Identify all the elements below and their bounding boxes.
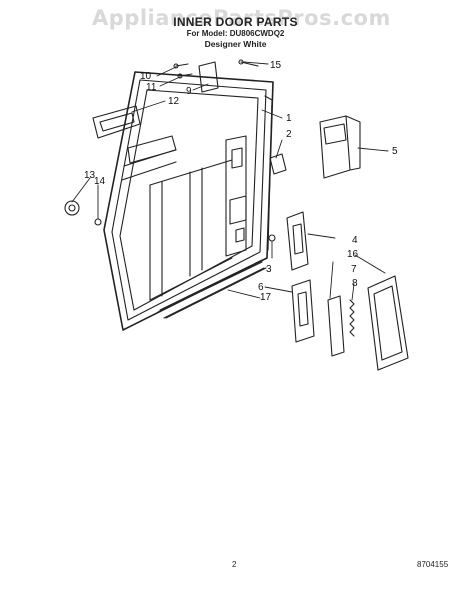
part-7-bar [327, 295, 345, 357]
model-line: For Model: DU806CWDQ2 [186, 29, 285, 38]
part-15-screw [238, 59, 259, 67]
parts-13-14-knob [64, 200, 102, 226]
callout-7: 7 [351, 264, 357, 275]
callout-4: 4 [352, 235, 358, 246]
part-16-cover [367, 275, 409, 371]
part-3-fastener [268, 234, 276, 242]
part-17-strip [157, 261, 267, 319]
figure-code: 8704155 [417, 560, 449, 569]
part-12-handle [92, 105, 141, 139]
callout-8: 8 [352, 278, 358, 289]
callout-2: 2 [286, 129, 292, 140]
callout-3: 3 [266, 264, 272, 275]
callout-15: 15 [270, 60, 282, 71]
callout-16: 16 [347, 249, 359, 260]
callout-17: 17 [260, 292, 272, 303]
callout-10: 10 [140, 71, 152, 82]
part-5-module [319, 115, 361, 179]
part-2-clip [269, 153, 287, 175]
part-4-bracket [286, 211, 309, 271]
callout-5: 5 [392, 146, 398, 157]
watermark: AppliancePartsPros.com [92, 6, 391, 30]
callout-labels: 1 2 3 4 5 6 7 8 9 10 11 12 13 14 15 16 1… [84, 60, 398, 303]
part-8-spring [349, 299, 355, 337]
callout-6: 6 [258, 282, 264, 293]
callout-11: 11 [146, 82, 157, 93]
callout-14: 14 [94, 176, 106, 187]
part-9-plate [198, 61, 219, 93]
inner-door-panel [103, 71, 274, 331]
callout-13: 13 [84, 170, 96, 181]
leader-lines [71, 61, 389, 301]
page-title: INNER DOOR PARTS [173, 15, 298, 29]
page-number: 2 [232, 560, 237, 569]
finish-line: Designer White [204, 39, 267, 49]
parts-10-11-screws [173, 63, 193, 79]
part-6-bracket [291, 279, 315, 343]
callout-1: 1 [286, 113, 292, 124]
callout-12: 12 [168, 96, 180, 107]
callout-9: 9 [186, 86, 192, 97]
